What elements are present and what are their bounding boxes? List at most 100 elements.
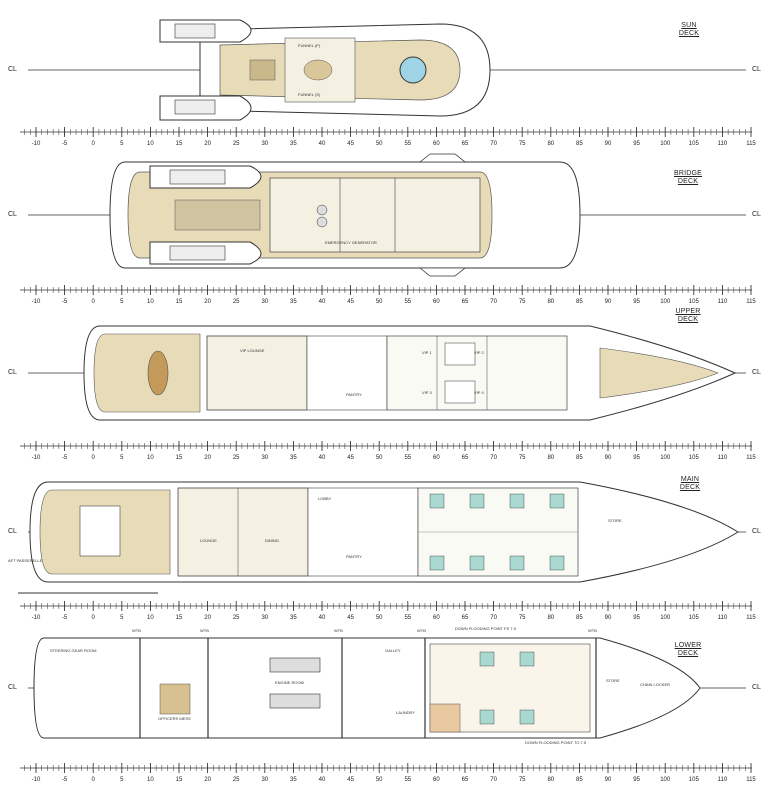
- room-lounge: LOUNGE: [200, 538, 217, 543]
- scale-tick-label: 55: [404, 615, 411, 621]
- scale-tick-label: 30: [261, 455, 268, 461]
- scale-tick-label: 105: [689, 455, 700, 461]
- cl-label: CL: [752, 528, 761, 535]
- room-vip-lounge: VIP LOUNGE: [240, 348, 265, 353]
- scale-tick-label: 45: [347, 455, 354, 461]
- scale-tick-label: 65: [462, 299, 469, 305]
- scale-tick-label: 60: [433, 455, 440, 461]
- upper-deck-plan: [28, 325, 746, 421]
- scale-tick-label: 60: [433, 615, 440, 621]
- scale-tick-label: 50: [376, 141, 383, 147]
- scale-tick-label: 5: [120, 141, 124, 147]
- scale-tick-label: 95: [633, 615, 640, 621]
- scale-tick-label: 55: [404, 455, 411, 461]
- scale-tick-label: 40: [319, 455, 326, 461]
- scale-tick-label: 100: [660, 455, 671, 461]
- scale-tick-label: 5: [120, 299, 124, 305]
- scale-tick-label: 45: [347, 777, 354, 783]
- scale-tick-label: -10: [32, 455, 41, 461]
- main-deck: LOUNGE DINING LOBBY PANTRY STORE AFT PAS…: [0, 466, 771, 602]
- scale-tick-label: 25: [233, 615, 240, 621]
- scale-tick-label: 10: [147, 141, 154, 147]
- room-chain-locker: CHAIN LOCKER: [640, 682, 671, 687]
- scale-tick-label: -5: [62, 141, 68, 147]
- scale-tick-label: 85: [576, 615, 583, 621]
- room-store: STORE: [606, 678, 620, 683]
- scale-tick-label: -5: [62, 615, 68, 621]
- scale-tick-label: 55: [404, 299, 411, 305]
- flooding-note-top: DOWN FLOODING POINT FS 7.5: [455, 626, 516, 631]
- room-vip-1: VIP 1: [422, 350, 432, 355]
- scale-tick-label: 70: [490, 615, 497, 621]
- scale-tick-label: 115: [746, 141, 756, 147]
- scale-tick-label: 35: [290, 777, 297, 783]
- scale-tick-label: 50: [376, 299, 383, 305]
- scale-tick-label: 10: [147, 299, 154, 305]
- cl-label: CL: [8, 66, 17, 73]
- scale-tick-label: 35: [290, 615, 297, 621]
- room-funnel-s: FUNNEL (S): [298, 92, 321, 97]
- scale-tick-label: 10: [147, 455, 154, 461]
- scale-tick-label: 55: [404, 777, 411, 783]
- scale-tick-label: 15: [176, 455, 183, 461]
- scale-tick-label: 25: [233, 141, 240, 147]
- scale-tick-label: 45: [347, 299, 354, 305]
- scale-tick-label: 75: [519, 141, 526, 147]
- lower-deck: STEERING GEAR ROOM ENGINE ROOM GALLEY LA…: [0, 624, 771, 764]
- scale-tick-label: -5: [62, 455, 68, 461]
- room-pantry: PANTRY: [346, 392, 362, 397]
- scale-tick-label: -10: [32, 141, 41, 147]
- scale-tick-label: 80: [547, 299, 554, 305]
- scale-tick-label: 35: [290, 299, 297, 305]
- scale-tick-label: 20: [204, 777, 211, 783]
- scale-tick-label: 115: [746, 299, 756, 305]
- scale-tick-label: 45: [347, 615, 354, 621]
- scale-tick-label: 100: [660, 141, 671, 147]
- room-funnel-p: FUNNEL (P): [298, 43, 321, 48]
- scale-tick-label: 110: [718, 777, 728, 783]
- scale-tick-label: 50: [376, 777, 383, 783]
- scale-tick-label: 115: [746, 455, 756, 461]
- scale-tick-label: 110: [718, 455, 728, 461]
- cl-label: CL: [8, 528, 17, 535]
- scale-tick-label: 35: [290, 141, 297, 147]
- room-vip-2: VIP 2: [474, 350, 484, 355]
- cl-label: CL: [752, 369, 761, 376]
- upper-deck: VIP LOUNGE PANTRY VIP 1 VIP 2 VIP 3 VIP …: [0, 308, 771, 438]
- scale-tick-label: 15: [176, 615, 183, 621]
- scale-tick-label: 60: [433, 141, 440, 147]
- scale-tick-label: 65: [462, 455, 469, 461]
- room-galley: GALLEY: [385, 648, 401, 653]
- scale-tick-label: 80: [547, 141, 554, 147]
- cl-label: CL: [752, 211, 761, 218]
- scale-tick-label: 20: [204, 615, 211, 621]
- scale-tick-label: 0: [92, 777, 96, 783]
- scale-tick-label: 0: [92, 615, 96, 621]
- scale-tick-label: 105: [689, 299, 700, 305]
- wtb-label: WTB: [588, 628, 597, 633]
- scale-tick-label: 5: [120, 455, 124, 461]
- room-dining: DINING: [265, 538, 279, 543]
- room-store: STORE: [608, 518, 622, 523]
- scale-tick-label: 95: [633, 455, 640, 461]
- scale-tick-label: 0: [92, 455, 96, 461]
- scale-tick-label: 90: [605, 777, 612, 783]
- scale-tick-label: 0: [92, 141, 96, 147]
- scale-tick-label: 70: [490, 455, 497, 461]
- aft-passerelle: AFT PASSERELLE: [8, 558, 43, 563]
- scale-tick-label: 95: [633, 299, 640, 305]
- flooding-note-bottom: DOWN FLOODING POINT TO 7.5: [525, 740, 587, 745]
- scale-tick-label: 50: [376, 615, 383, 621]
- scale-tick-label: 95: [633, 777, 640, 783]
- scale-tick-label: 35: [290, 455, 297, 461]
- room-emergency-generator: EMERGENCY GENERATOR: [325, 240, 377, 245]
- scale-tick-label: 65: [462, 141, 469, 147]
- scale-tick-label: 85: [576, 299, 583, 305]
- scale-tick-label: 90: [605, 615, 612, 621]
- scale-tick-label: 60: [433, 299, 440, 305]
